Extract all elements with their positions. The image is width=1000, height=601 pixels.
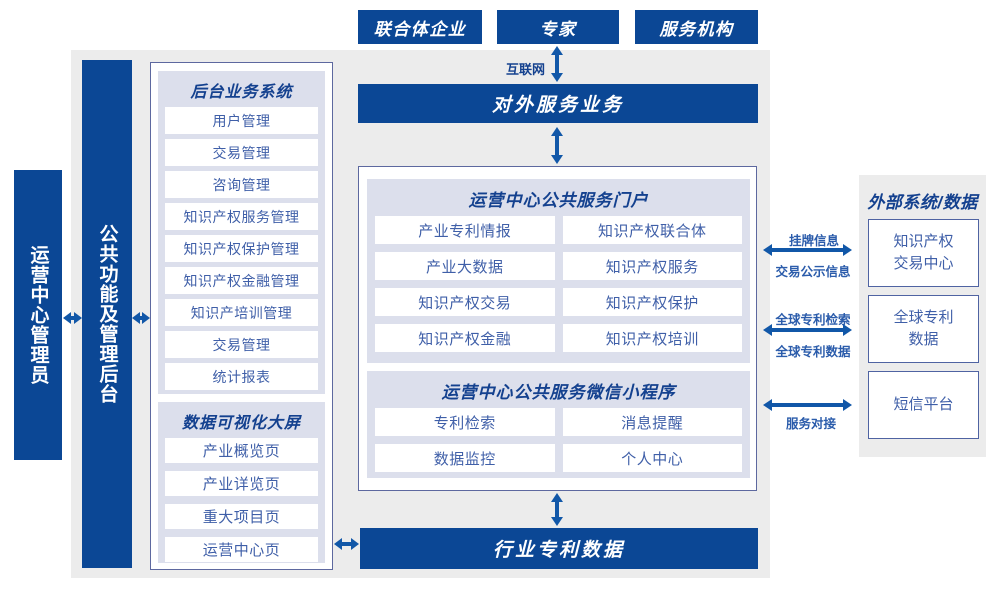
backend-item: 知识产权金融管理 [165, 267, 318, 294]
portal-item: 知识产权保护 [562, 288, 742, 316]
miniapp-title: 运营中心公共服务微信小程序 [441, 383, 676, 402]
data-screen-item: 重大项目页 [165, 504, 318, 529]
miniapp-item: 数据监控 [375, 444, 555, 472]
portal-item: 知识产权服务 [562, 252, 742, 280]
miniapp-item: 消息提醒 [562, 408, 742, 436]
portal-item: 产业专利情报 [375, 216, 555, 244]
external-systems-title: 外部系统/数据 [867, 193, 978, 212]
portal-link-arrow [555, 136, 559, 155]
listing-info-label: 挂牌信息 [788, 234, 839, 248]
ip-exchange-link-arrow [772, 248, 843, 252]
backend-item: 咨询管理 [165, 171, 318, 198]
global-patent-search-label: 全球专利检索 [775, 313, 851, 327]
trade-publicity-label: 交易公示信息 [775, 265, 851, 279]
industry-patent-bar: 行业专利数据 [360, 528, 758, 569]
portal-container: 运营中心公共服务门户 产业专利情报 知识产权联合体 产业大数据 知识产权服务 知… [358, 166, 757, 491]
backend-system-title: 后台业务系统 [190, 84, 293, 101]
portal-item: 知识产权交易 [375, 288, 555, 316]
backend-system-panel: 后台业务系统 用户管理 交易管理 咨询管理 知识产权服务管理 知识产权保护管理 … [158, 71, 325, 394]
backend-item: 交易管理 [165, 139, 318, 166]
backend-item: 交易管理 [165, 331, 318, 358]
operation-admin-rail: 运营中心管理员 [14, 170, 62, 460]
internet-label: 互联网 [505, 62, 545, 77]
data-screen-item: 产业详览页 [165, 471, 318, 496]
portal-item: 知识产权联合体 [562, 216, 742, 244]
data-screen-item: 运营中心页 [165, 537, 318, 562]
backend-item: 统计报表 [165, 363, 318, 390]
public-function-backend-rail: 公共功能及管理后台 [82, 60, 132, 568]
portal-item: 知识产权培训 [562, 324, 742, 352]
sms-link-arrow [772, 403, 843, 407]
portal-item: 产业大数据 [375, 252, 555, 280]
data-screen-panel: 数据可视化大屏 产业概览页 产业详览页 重大项目页 运营中心页 [158, 402, 325, 563]
global-patent-data-label: 全球专利数据 [775, 345, 851, 359]
data-screen-item: 产业概览页 [165, 438, 318, 463]
actor-consortium-enterprise: 联合体企业 [358, 10, 482, 44]
screen-industry-link-arrow [342, 542, 351, 546]
portal-panel: 运营中心公共服务门户 产业专利情报 知识产权联合体 产业大数据 知识产权服务 知… [367, 179, 750, 363]
miniapp-item: 个人中心 [562, 444, 742, 472]
backend-panel-link-arrow [140, 316, 142, 320]
miniapp-panel: 运营中心公共服务微信小程序 专利检索 消息提醒 数据监控 个人中心 [367, 371, 750, 478]
service-integration-label: 服务对接 [785, 417, 836, 431]
backend-item: 知识产权服务管理 [165, 203, 318, 230]
backend-item: 知识产培训管理 [165, 299, 318, 326]
actor-expert: 专家 [497, 10, 619, 44]
portal-title: 运营中心公共服务门户 [468, 191, 649, 210]
external-box-global-patent: 全球专利 数据 [868, 295, 979, 363]
backend-item: 用户管理 [165, 107, 318, 134]
backend-item: 知识产权保护管理 [165, 235, 318, 262]
external-box-sms-platform: 短信平台 [868, 371, 979, 439]
data-screen-title: 数据可视化大屏 [181, 415, 301, 432]
actor-service-agency: 服务机构 [635, 10, 758, 44]
miniapp-item: 专利检索 [375, 408, 555, 436]
portal-item: 知识产权金融 [375, 324, 555, 352]
external-box-ip-exchange: 知识产权 交易中心 [868, 219, 979, 287]
admin-backend-link-arrow [71, 316, 74, 320]
internet-link-arrow [555, 55, 559, 73]
external-service-bar: 对外服务业务 [358, 84, 758, 123]
backend-container: 后台业务系统 用户管理 交易管理 咨询管理 知识产权服务管理 知识产权保护管理 … [150, 62, 333, 570]
global-patent-link-arrow [772, 328, 843, 332]
industry-data-link-arrow [555, 502, 559, 517]
